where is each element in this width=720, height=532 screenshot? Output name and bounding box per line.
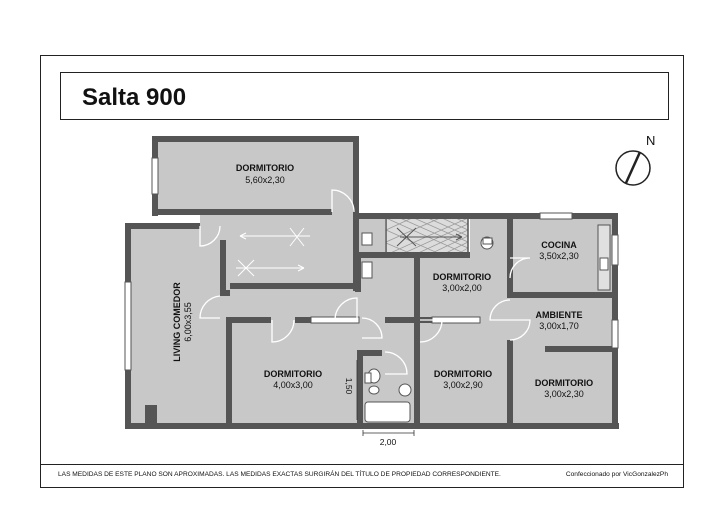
room-name-dormitorio-right: DORMITORIO xyxy=(535,378,593,388)
room-name-dormitorio-mid: DORMITORIO xyxy=(434,369,492,379)
room-labels: DORMITORIO 5,60x2,30 LIVING COMEDOR 6,00… xyxy=(172,163,593,399)
footer-disclaimer: LAS MEDIDAS DE ESTE PLANO SON APROXIMADA… xyxy=(58,469,501,478)
room-size-dormitorio-mid: 3,00x2,90 xyxy=(443,380,483,390)
room-name-dormitorio-left: DORMITORIO xyxy=(264,369,322,379)
room-name-cocina: COCINA xyxy=(541,240,577,250)
room-size-dormitorio-top: 5,60x2,30 xyxy=(245,175,285,185)
sink-icon xyxy=(361,232,373,246)
room-size-dormitorio-left: 4,00x3,00 xyxy=(273,380,313,390)
north-label: N xyxy=(646,133,655,148)
room-size-living-comedor: 6,00x3,55 xyxy=(183,302,193,342)
room-size-ambiente: 3,00x1,70 xyxy=(539,321,579,331)
north-compass-icon: N xyxy=(615,133,655,186)
room-name-living-comedor: LIVING COMEDOR xyxy=(172,282,182,362)
dimension-lines xyxy=(356,360,415,436)
room-size-cocina: 3,50x2,30 xyxy=(539,251,579,261)
room-size-dormitorio-center: 3,00x2,00 xyxy=(442,283,482,293)
bath-height-label: 1,50 xyxy=(344,378,354,395)
room-name-dormitorio-top: DORMITORIO xyxy=(236,163,294,173)
room-name-ambiente: AMBIENTE xyxy=(536,310,583,320)
door-swings xyxy=(199,189,531,375)
stove-icon xyxy=(361,261,373,279)
plan-title: Salta 900 xyxy=(82,84,186,111)
floors xyxy=(130,141,615,424)
closet-markings xyxy=(236,227,463,277)
title-box xyxy=(60,72,669,120)
room-size-dormitorio-right: 3,00x2,30 xyxy=(544,389,584,399)
bathtub-icon xyxy=(364,401,411,423)
footer-credit: Confeccionado por VicGonzalezPh xyxy=(566,471,668,478)
fixtures xyxy=(361,224,611,423)
bath-width-label: 2,00 xyxy=(380,437,397,447)
room-name-dormitorio-center: DORMITORIO xyxy=(433,272,491,282)
